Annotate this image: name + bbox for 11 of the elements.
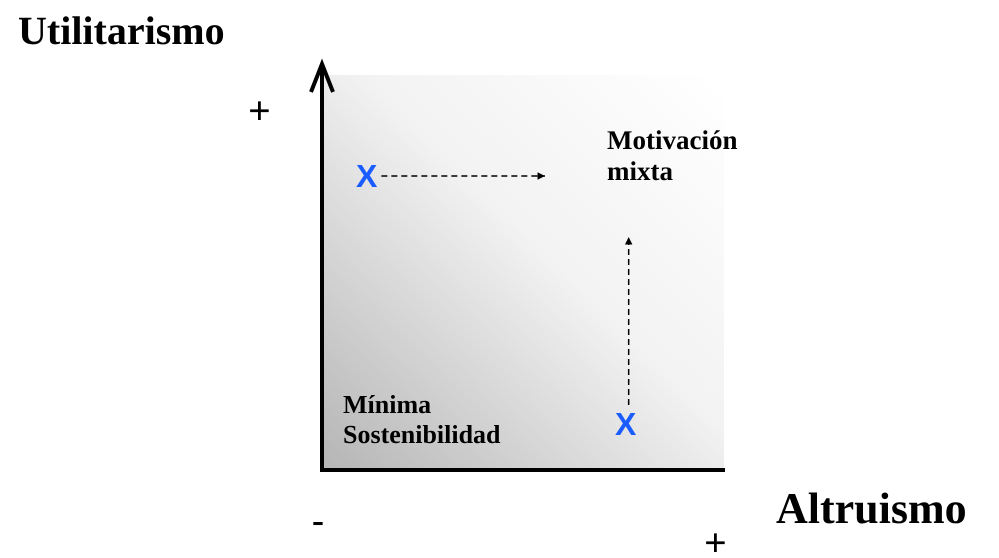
dashed-arrow — [624, 237, 632, 405]
axis-label: + — [704, 520, 727, 558]
region-label: Mínima Sostenibilidad — [343, 390, 502, 450]
axis-label: + — [248, 88, 271, 134]
x-marker: X — [615, 408, 636, 440]
axis-label: Utilitarismo — [18, 8, 225, 54]
axis-label: Altruismo — [776, 484, 967, 535]
x-marker: X — [356, 160, 378, 192]
dashed-arrow — [381, 172, 545, 180]
axis-label: - — [312, 500, 324, 542]
quadrant-label: Motivación mixta — [607, 125, 738, 187]
